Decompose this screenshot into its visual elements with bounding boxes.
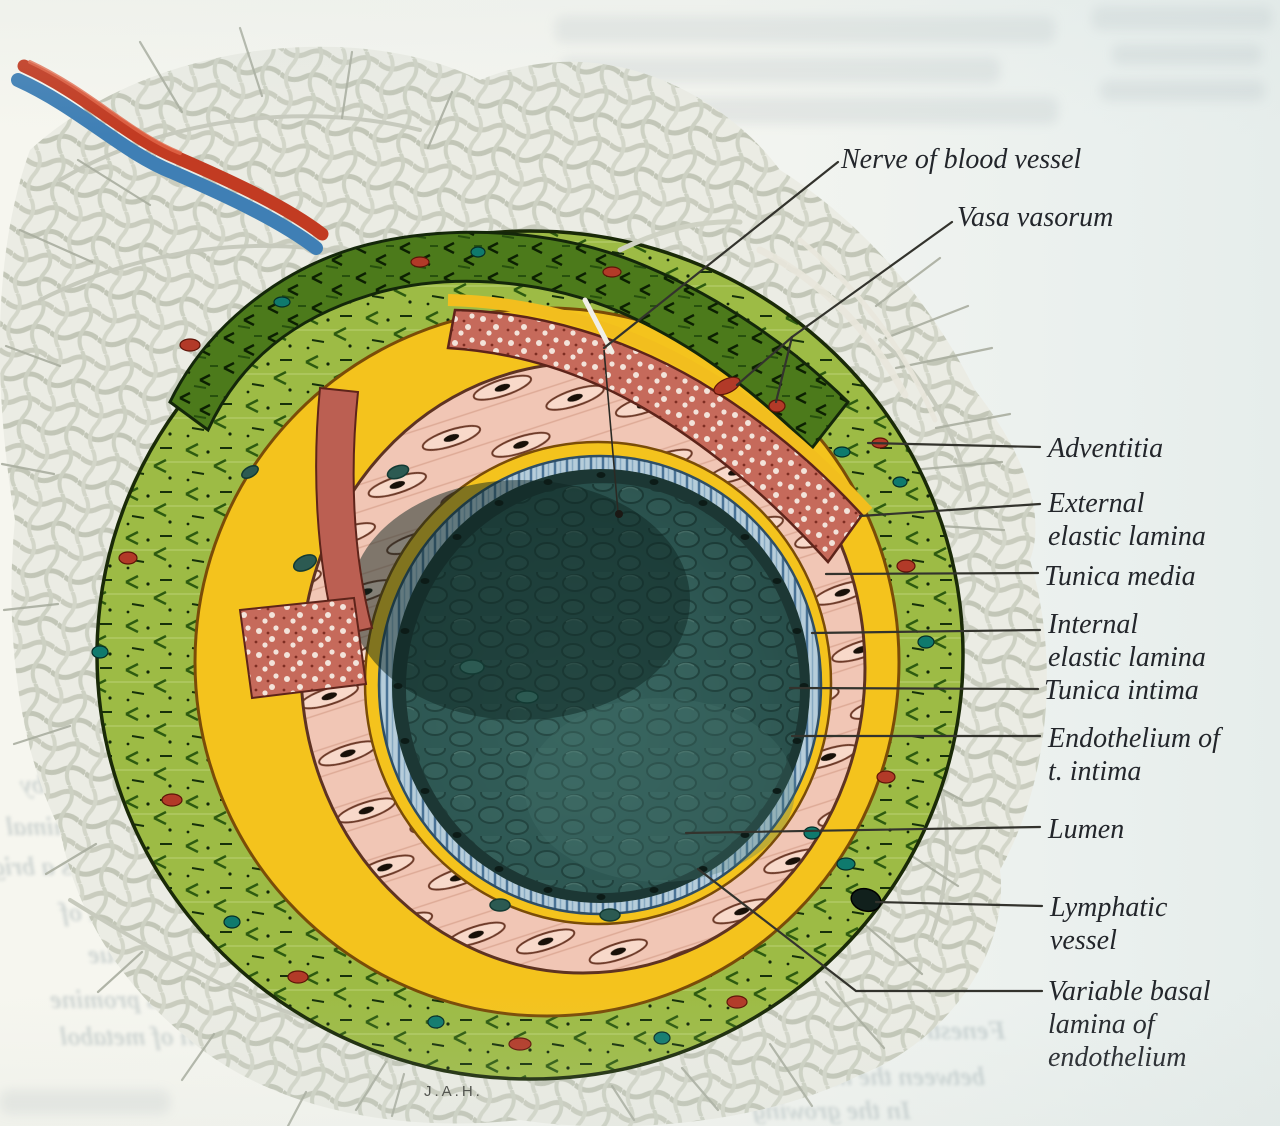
cut-lamina-edge [447,294,873,517]
lumen-shadow [350,480,690,720]
label-vasa-vasorum: Vasa vasorum [957,202,1113,233]
svg-text:vessel: vessel [1050,925,1117,956]
leader-internal-elastic-lamina [810,628,1042,635]
cut-media-edge-band [315,386,374,638]
adventitia-inclusions [91,246,935,1051]
lumen-highlight [525,698,795,882]
label-endothelium: Endothelium of [1047,723,1223,754]
svg-text:elastic lamina: elastic lamina [1048,642,1206,673]
cut-media-face [446,308,864,564]
label-external-elastic-lamina: External [1047,488,1145,519]
label-internal-elastic-lamina: Internal [1047,609,1138,640]
label-tunica-media: Tunica media [1044,561,1196,592]
label-lymphatic-vessel: Lymphatic [1049,892,1168,923]
leader-tunica-media [824,571,1040,576]
svg-text:t. intima: t. intima [1048,756,1141,787]
cutaway-faces [168,219,938,700]
leader-external-elastic-lamina [858,502,1042,518]
leader-vasa-branch [774,335,794,404]
label-tunica-intima: Tunica intima [1044,675,1199,706]
leader-lymphatic-vessel [874,900,1044,908]
lymphatic-vessel-section [850,887,882,913]
artist-signature: J.A.H. [424,1083,483,1100]
leader-tunica-intima [788,686,1040,691]
svg-text:lamina of: lamina of [1048,1009,1158,1040]
label-lumen: Lumen [1047,814,1124,845]
leader-vasa-vasorum [790,220,954,339]
label-nerve: Nerve of blood vessel [840,144,1081,175]
leader-nerve [602,160,840,350]
cut-adventitia-face [168,230,851,451]
vasa-vasorum-vessel [713,376,741,396]
leader-lumen [684,825,1042,835]
labels: Nerve of blood vessel Vasa vasorum Adven… [424,144,1223,1100]
penetrating-nerve [603,349,623,518]
label-variable-basal-lamina: Variable basal [1048,976,1211,1007]
leader-lines [602,160,1044,993]
svg-text:endothelium: endothelium [1048,1042,1186,1073]
leader-adventitia [866,441,1042,449]
svg-text:elastic lamina: elastic lamina [1048,521,1206,552]
leader-vasa-branch [735,335,794,387]
leader-basal-lamina [696,867,1044,993]
cut-media-patch [238,596,368,700]
nerve-fiber [582,297,615,355]
paired-artery-vein [11,59,329,255]
label-adventitia: Adventitia [1046,433,1163,464]
